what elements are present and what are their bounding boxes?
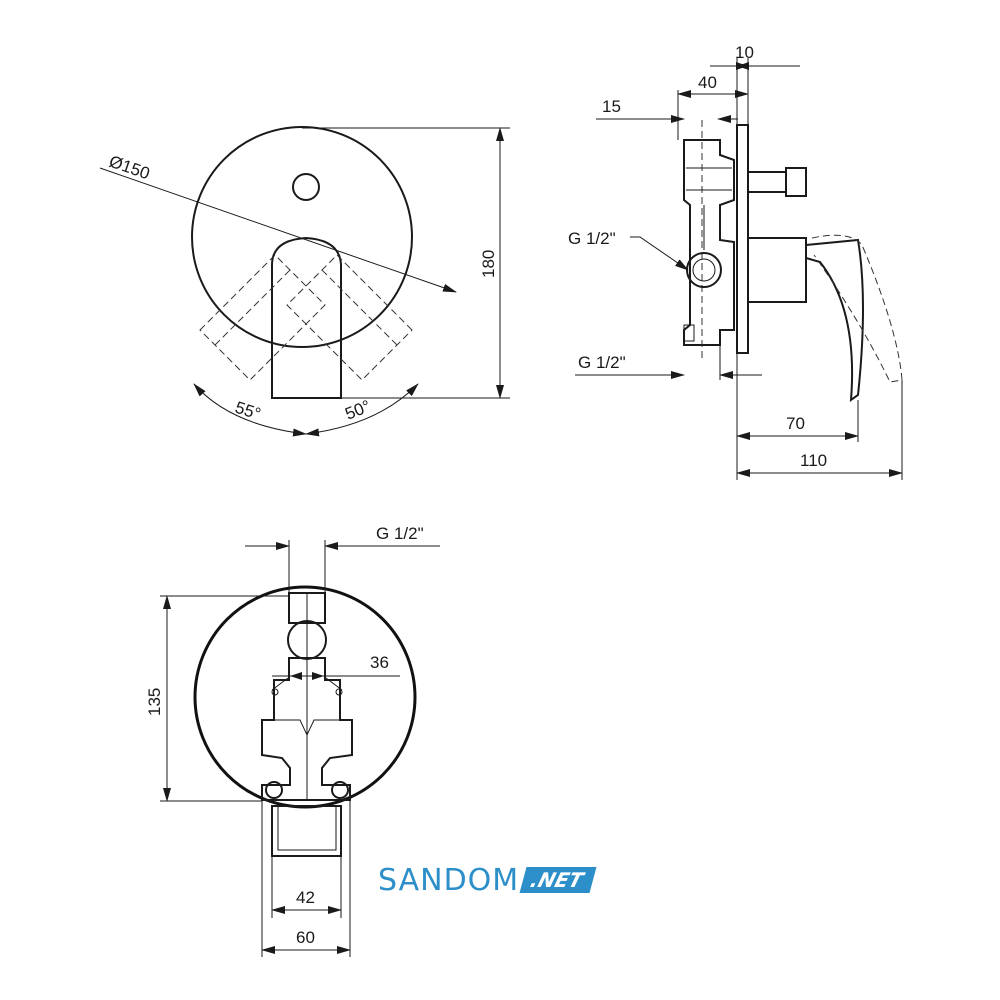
side-diverter-stem	[747, 171, 787, 193]
back-body-inner-detail	[271, 677, 343, 737]
side-cartridge-housing	[747, 237, 807, 303]
front-angle-right-label: 50°	[342, 396, 373, 423]
front-handle-rotated-left	[199, 254, 326, 381]
back-lever-shading	[277, 806, 337, 851]
side-body-upper-detail	[686, 167, 732, 191]
back-dim-36-label: 36	[370, 653, 389, 672]
side-wall-plate	[736, 124, 749, 354]
front-angle-left-label: 55°	[233, 398, 263, 424]
side-body-tab	[683, 324, 695, 342]
side-dim-40-label: 40	[698, 73, 717, 92]
side-inlet-port-inner	[692, 258, 716, 282]
side-lever-handle	[805, 238, 864, 403]
front-height-label: 180	[479, 250, 498, 278]
back-thread-label: G 1/2"	[376, 524, 424, 543]
side-dim-70-label: 70	[786, 414, 805, 433]
back-mount-hole-br	[331, 781, 349, 799]
front-cover-plate	[191, 126, 413, 348]
front-diameter-leader	[99, 167, 457, 293]
back-view: G 1/2" 36 135 42 60	[145, 524, 440, 957]
brand-name: SANDOM	[378, 862, 520, 898]
side-diverter-knob	[785, 167, 807, 197]
side-dim-10-label: 10	[735, 43, 754, 62]
front-diverter-knob	[292, 173, 320, 201]
side-lever-rotated	[811, 234, 903, 383]
front-lever-handle	[271, 236, 342, 399]
front-handle-rotated-right	[286, 254, 413, 381]
side-dim-110-label: 110	[800, 451, 827, 470]
brand-tag: .NET	[519, 867, 597, 893]
side-dim-15-label: 15	[602, 97, 621, 116]
back-mount-hole-tl	[271, 688, 279, 696]
front-angle-arc-right	[305, 383, 419, 437]
brand-watermark: SANDOM .NET	[378, 862, 597, 898]
back-dim-42-label: 42	[296, 888, 315, 907]
side-view: 10 40 15 G 1/2" G 1/2" 70 110	[568, 43, 903, 480]
back-lever-handle	[271, 805, 342, 857]
side-thread-upper-label: G 1/2"	[568, 229, 616, 248]
back-cover-plate	[193, 585, 417, 809]
side-valve-body	[683, 139, 735, 346]
back-height-label: 135	[145, 688, 164, 716]
side-inlet-port	[686, 252, 722, 288]
back-mount-hole-tr	[335, 688, 343, 696]
back-dim-60-label: 60	[296, 928, 315, 947]
back-mount-hole-bl	[265, 781, 283, 799]
front-angle-arc-left	[193, 383, 307, 437]
side-thread-upper-leader	[630, 236, 689, 271]
side-thread-lower-label: G 1/2"	[578, 353, 626, 372]
front-view: Ø150 180 55° 50°	[99, 126, 510, 437]
